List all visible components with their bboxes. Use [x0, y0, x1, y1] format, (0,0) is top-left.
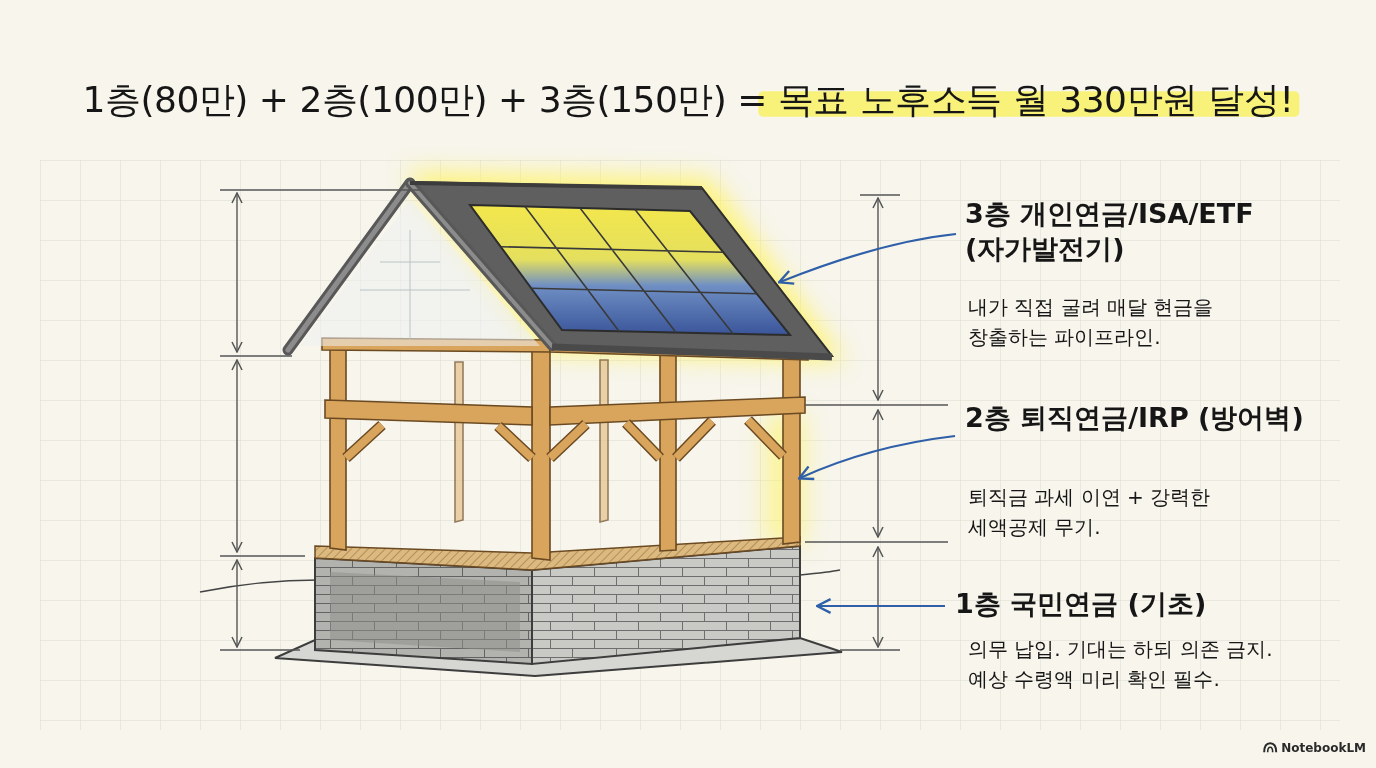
roof-rake — [288, 183, 410, 350]
roof-eave — [552, 347, 832, 357]
dimension-line — [236, 193, 237, 352]
dimension-tick — [220, 190, 420, 650]
roof-rake — [288, 183, 410, 350]
solar-panel — [470, 205, 790, 335]
post — [660, 350, 676, 551]
roof — [288, 182, 832, 357]
timber-frame — [322, 338, 808, 560]
tier-description: 퇴직금 과세 이연 + 강력한 세액공제 무기. — [968, 482, 1230, 542]
beam — [550, 397, 805, 425]
title-row: 1층(80만) + 2층(100만) + 3층(150만) = 목표 노후소득 … — [0, 76, 1376, 125]
leader-arrows — [780, 234, 956, 606]
dimension-line — [236, 360, 237, 552]
roof-ridge — [410, 183, 702, 188]
logo-arc — [1264, 743, 1276, 752]
tier-description: 의무 납입. 기대는 하되 의존 금지. 예상 수령액 미리 확인 필수. — [968, 634, 1298, 694]
panel-grid — [501, 207, 757, 334]
foundation-left-face — [315, 558, 532, 664]
braces — [346, 420, 783, 458]
ground-line — [200, 580, 318, 592]
logo-arc — [1268, 747, 1273, 752]
beam — [325, 400, 532, 425]
roof-plane — [410, 182, 832, 356]
leader-arrow — [818, 605, 945, 607]
ground-line — [800, 570, 840, 575]
floor-band — [315, 537, 800, 570]
dimension-lines — [220, 190, 948, 650]
foundation-opening — [330, 572, 520, 652]
dimension-line — [877, 547, 878, 647]
roof-rake — [410, 183, 552, 346]
roof-rake — [410, 183, 552, 346]
brace — [346, 420, 783, 458]
post — [783, 352, 800, 544]
watermark-icon — [1264, 743, 1276, 752]
graph-paper — [40, 160, 1340, 730]
tier-description: 내가 직접 굴려 매달 현금을 창출하는 파이프라인. — [968, 292, 1268, 352]
watermark: NotebookLM — [1281, 741, 1366, 755]
leader-arrow — [800, 436, 955, 478]
tier-heading: 1층 국민연금 (기초) — [955, 586, 1315, 621]
leader-arrow — [780, 234, 956, 282]
solar-glow — [405, 172, 845, 545]
tier-heading: 2층 퇴직연금/IRP (방어벽) — [965, 400, 1305, 435]
dimension-line — [877, 198, 878, 400]
gable-lines — [360, 230, 470, 340]
dimension-tick — [805, 195, 948, 650]
brace-outline — [346, 420, 783, 458]
post — [330, 343, 346, 550]
back-post — [455, 362, 463, 522]
dimension-line — [877, 410, 878, 537]
dimension-line — [236, 560, 237, 647]
back-post — [600, 360, 608, 522]
post — [532, 345, 550, 560]
tier-heading: 3층 개인연금/ISA/ETF (자가발전기) — [965, 196, 1305, 266]
title: 1층(80만) + 2층(100만) + 3층(150만) = 목표 노후소득 … — [83, 79, 1294, 120]
